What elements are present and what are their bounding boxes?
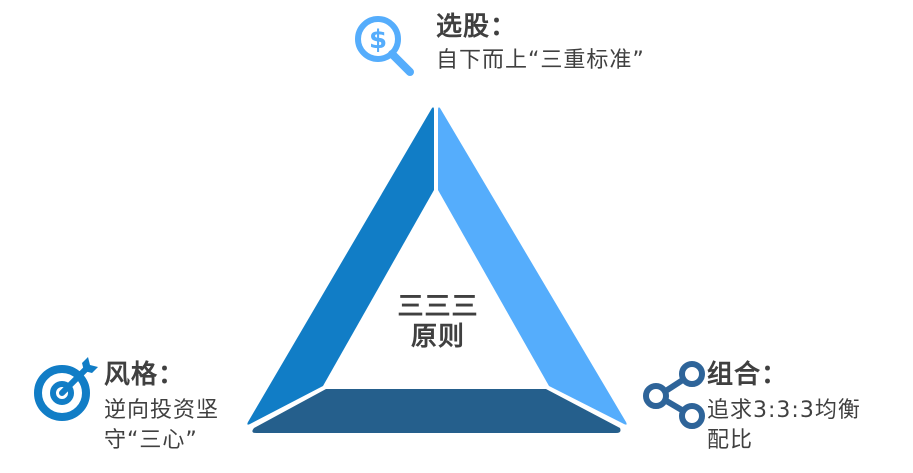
- node-desc-line: 自下而上“三重标准”: [436, 48, 645, 73]
- node-title: 组合：: [707, 360, 789, 390]
- node-stock-selection: 选股： 自下而上“三重标准”: [436, 12, 645, 76]
- node-title: 选股：: [436, 12, 518, 42]
- node-desc-line: 追求3:3:3均衡: [707, 398, 861, 423]
- target-arrow-icon: [34, 357, 98, 421]
- share-nodes-icon: [643, 361, 705, 429]
- center-label-line2: 原则: [410, 322, 465, 352]
- node-desc-line: 逆向投资坚: [104, 398, 220, 423]
- triangle-right-segment: [438, 107, 627, 425]
- svg-text:$: $: [369, 25, 387, 55]
- triangle-left-segment: [247, 107, 434, 425]
- node-desc-line: 守“三心”: [104, 428, 198, 453]
- center-label-line1: 三三三: [397, 292, 479, 322]
- node-portfolio: 组合： 追求3:3:3均衡 配比: [707, 360, 861, 456]
- dollar-search-icon: $: [355, 16, 414, 76]
- node-desc-line: 配比: [707, 428, 754, 453]
- node-style: 风格： 逆向投资坚 守“三心”: [104, 360, 219, 456]
- triangle-bottom-segment: [252, 389, 621, 433]
- node-title: 风格：: [104, 360, 186, 390]
- center-label: 三三三 原则: [388, 292, 488, 352]
